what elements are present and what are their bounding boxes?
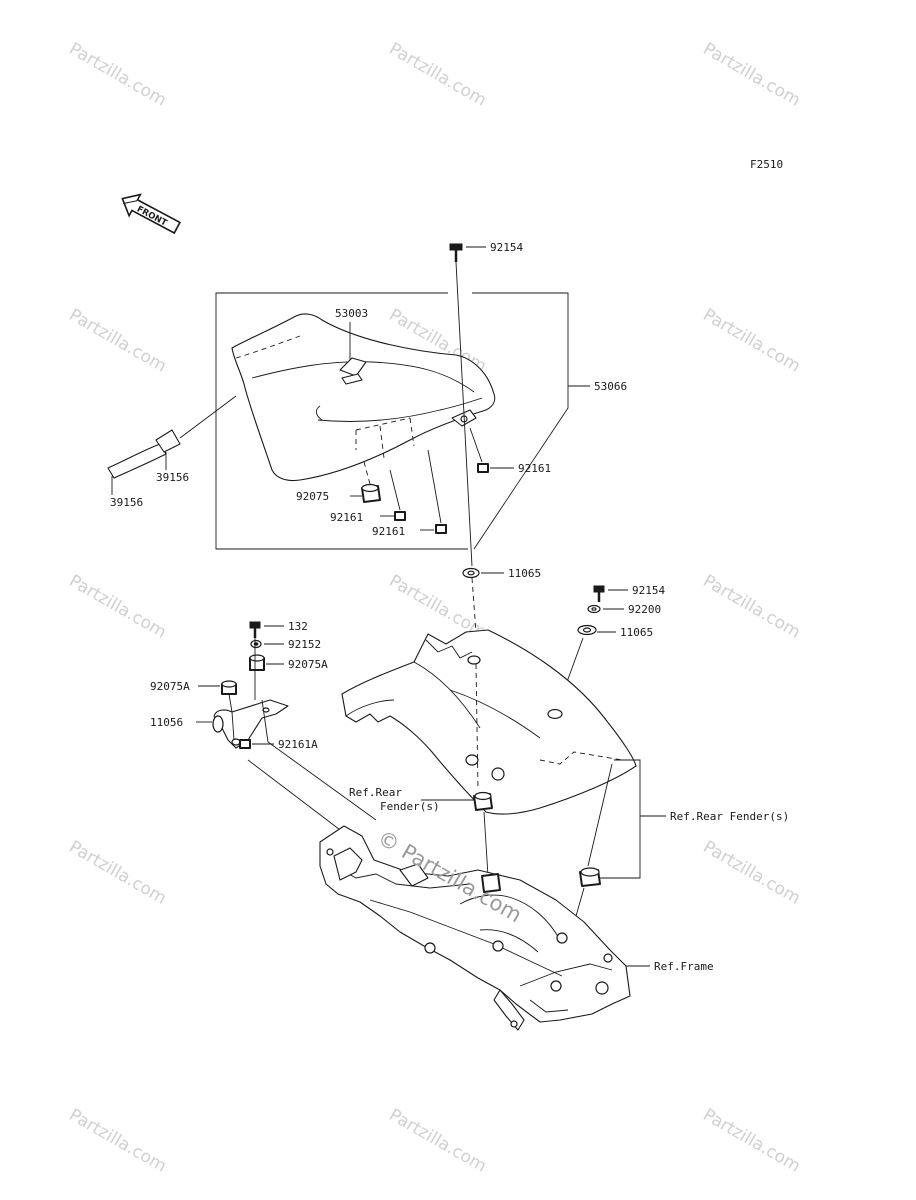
- label-92200: 92200: [628, 603, 661, 616]
- front-arrow-icon: FRONT: [121, 193, 182, 235]
- seat-strap: 39156 39156: [107, 395, 237, 509]
- label-ref-rear-fender-right: Ref.Rear Fender(s): [670, 810, 789, 823]
- label-92154-top: 92154: [490, 241, 523, 254]
- watermark-13: Partzilla.com: [386, 1105, 490, 1177]
- watermark-11: Partzilla.com: [700, 837, 804, 909]
- watermark-6: Partzilla.com: [700, 305, 804, 377]
- watermark-7: Partzilla.com: [66, 571, 170, 643]
- label-ref-rear-fender-left-2: Fender(s): [380, 800, 440, 813]
- label-53003: 53003: [335, 307, 368, 320]
- figure-code: F2510: [750, 158, 783, 171]
- rear-fender: [341, 629, 637, 815]
- watermark-10: Partzilla.com: [66, 837, 170, 909]
- label-92075: 92075: [296, 490, 329, 503]
- seat: 53003: [231, 307, 496, 482]
- watermarks: Partzilla.com Partzilla.com Partzilla.co…: [66, 39, 804, 1177]
- grommet-11065-top: 11065: [462, 567, 541, 580]
- watermark-3: Partzilla.com: [700, 39, 804, 111]
- watermark-14: Partzilla.com: [700, 1105, 804, 1177]
- label-ref-rear-fender-left-1: Ref.Rear: [349, 786, 402, 799]
- seat-assembly-box: 53066: [215, 292, 627, 550]
- label-ref-frame: Ref.Frame: [654, 960, 714, 973]
- watermark-9: Partzilla.com: [700, 571, 804, 643]
- label-39156-b: 39156: [156, 471, 189, 484]
- watermark-1: Partzilla.com: [66, 39, 170, 111]
- left-bracket-assembly: 132 92152 92075A 92075A 11056 92161A: [150, 620, 377, 843]
- label-92161-right: 92161: [518, 462, 551, 475]
- label-92161-mid: 92161: [330, 511, 363, 524]
- rear-frame: Ref.Frame: [319, 825, 714, 1031]
- watermark-2: Partzilla.com: [386, 39, 490, 111]
- right-hardware-stack: 92154 92200 11065: [555, 584, 665, 713]
- label-92075A-right: 92075A: [288, 658, 328, 671]
- label-132: 132: [288, 620, 308, 633]
- label-92152: 92152: [288, 638, 321, 651]
- label-11056: 11056: [150, 716, 183, 729]
- label-53066: 53066: [594, 380, 627, 393]
- label-39156-a: 39156: [110, 496, 143, 509]
- label-92154-right: 92154: [632, 584, 665, 597]
- bolt-92154-top: 92154: [449, 241, 523, 661]
- watermark-12: Partzilla.com: [66, 1105, 170, 1177]
- label-11065-right: 11065: [620, 626, 653, 639]
- watermark-4: Partzilla.com: [66, 305, 170, 377]
- label-11065-top: 11065: [508, 567, 541, 580]
- seat-hardware: 92075 92161 92161 92161: [296, 427, 551, 538]
- label-92161-low: 92161: [372, 525, 405, 538]
- label-92075A-left: 92075A: [150, 680, 190, 693]
- label-92161A: 92161A: [278, 738, 318, 751]
